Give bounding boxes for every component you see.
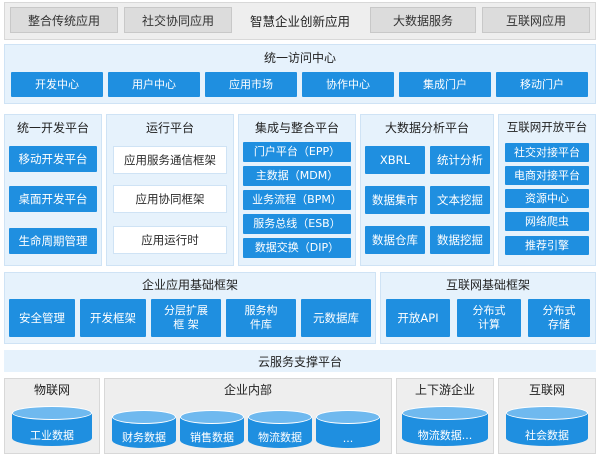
ds-enterprise-db-more[interactable]: ... (316, 410, 380, 448)
platform-integration-item-mdm[interactable]: 主数据（MDM） (243, 166, 351, 186)
top-item-internet-apps[interactable]: 互联网应用 (482, 7, 590, 33)
if-item-dist-compute[interactable]: 分布式 计算 (457, 299, 521, 337)
db-label: 社会数据 (525, 429, 569, 442)
ds-enterprise-title: 企业内部 (223, 382, 272, 397)
ds-partners-db-logistics[interactable]: 物流数据... (402, 406, 488, 446)
platform-bigdata-title: 大数据分析平台 (384, 120, 469, 135)
access-item-app-market[interactable]: 应用市场 (205, 72, 297, 97)
platform-runtime-item-comm[interactable]: 应用服务通信框架 (113, 146, 227, 174)
platform-integration-title: 集成与整合平台 (254, 120, 339, 135)
access-item-mobile-portal[interactable]: 移动门户 (496, 72, 588, 97)
access-item-integration-portal[interactable]: 集成门户 (399, 72, 491, 97)
top-item-bigdata-service[interactable]: 大数据服务 (370, 7, 476, 33)
cloud-support-bar: 云服务支撑平台 (4, 350, 596, 372)
db-label: 销售数据 (190, 431, 234, 444)
top-item-smart-enterprise: 智慧企业创新应用 (249, 13, 350, 29)
platform-dev-item-desktop[interactable]: 桌面开发平台 (9, 186, 97, 212)
platform-internet-title: 互联网开放平台 (506, 120, 588, 134)
ef-item-layered-ext[interactable]: 分层扩展 框 架 (151, 299, 221, 337)
if-item-open-api[interactable]: 开放API (386, 299, 450, 337)
db-top (112, 410, 176, 424)
db-label: 财务数据 (122, 431, 166, 444)
platform-dev-title: 统一开发平台 (16, 120, 89, 135)
internet-framework-title: 互联网基础框架 (445, 277, 530, 292)
if-item-dist-storage[interactable]: 分布式 存储 (528, 299, 590, 337)
access-item-collab-center[interactable]: 协作中心 (302, 72, 394, 97)
ef-item-metadata[interactable]: 元数据库 (301, 299, 371, 337)
db-top (316, 410, 380, 424)
platform-internet-item-recommend[interactable]: 推荐引擎 (505, 236, 589, 255)
platform-bigdata-item-textmining[interactable]: 文本挖掘 (430, 186, 490, 214)
db-top (180, 410, 244, 424)
ef-item-dev-framework[interactable]: 开发框架 (80, 299, 146, 337)
platform-dev-item-lifecycle[interactable]: 生命周期管理 (9, 228, 97, 254)
platform-bigdata-item-datamart[interactable]: 数据集市 (365, 186, 425, 214)
ef-item-security[interactable]: 安全管理 (9, 299, 75, 337)
ds-partners-title: 上下游企业 (414, 382, 475, 397)
platform-integration-item-esb[interactable]: 服务总线（ESB） (243, 214, 351, 234)
db-top (402, 406, 488, 420)
platform-internet-item-resource[interactable]: 资源中心 (505, 189, 589, 208)
platform-dev-item-mobile[interactable]: 移动开发平台 (9, 146, 97, 172)
db-top (12, 406, 92, 420)
platform-bigdata-item-warehouse[interactable]: 数据仓库 (365, 226, 425, 254)
platform-runtime-item-collab[interactable]: 应用协同框架 (113, 185, 227, 213)
ds-iot-title: 物联网 (33, 382, 70, 397)
top-item-social-apps[interactable]: 社交协同应用 (124, 7, 232, 33)
platform-internet-item-social[interactable]: 社交对接平台 (505, 143, 589, 162)
db-top (506, 406, 588, 420)
access-item-dev-center[interactable]: 开发中心 (11, 72, 103, 97)
db-label: 物流数据... (417, 429, 473, 442)
ef-item-service-components[interactable]: 服务构 件库 (226, 299, 296, 337)
ds-enterprise-db-finance[interactable]: 财务数据 (112, 410, 176, 448)
enterprise-framework-title: 企业应用基础框架 (141, 277, 238, 292)
platform-internet-item-crawler[interactable]: 网络爬虫 (505, 212, 589, 231)
ds-internet-title: 互联网 (528, 382, 565, 397)
platform-runtime-title: 运行平台 (145, 120, 194, 135)
ds-enterprise-db-logistics[interactable]: 物流数据 (248, 410, 312, 448)
ds-internet-db-social[interactable]: 社会数据 (506, 406, 588, 446)
platform-integration-item-bpm[interactable]: 业务流程（BPM） (243, 190, 351, 210)
access-center-title: 统一访问中心 (263, 50, 336, 65)
db-label: 物流数据 (258, 431, 302, 444)
db-label: ... (342, 432, 354, 445)
ds-enterprise-db-sales[interactable]: 销售数据 (180, 410, 244, 448)
db-label: 工业数据 (30, 429, 74, 442)
platform-integration-item-epp[interactable]: 门户平台（EPP） (243, 142, 351, 162)
platform-bigdata-item-xbrl[interactable]: XBRL (365, 146, 425, 174)
ds-iot-db-industrial[interactable]: 工业数据 (12, 406, 92, 446)
platform-integration-item-dip[interactable]: 数据交换（DIP） (243, 238, 351, 258)
db-top (248, 410, 312, 424)
platform-bigdata-item-stats[interactable]: 统计分析 (430, 146, 490, 174)
access-item-user-center[interactable]: 用户中心 (108, 72, 200, 97)
top-item-legacy-apps[interactable]: 整合传统应用 (10, 7, 118, 33)
platform-internet-item-ecommerce[interactable]: 电商对接平台 (505, 166, 589, 185)
platform-bigdata-item-datamining[interactable]: 数据挖掘 (430, 226, 490, 254)
platform-runtime-item-runtime[interactable]: 应用运行时 (113, 226, 227, 254)
